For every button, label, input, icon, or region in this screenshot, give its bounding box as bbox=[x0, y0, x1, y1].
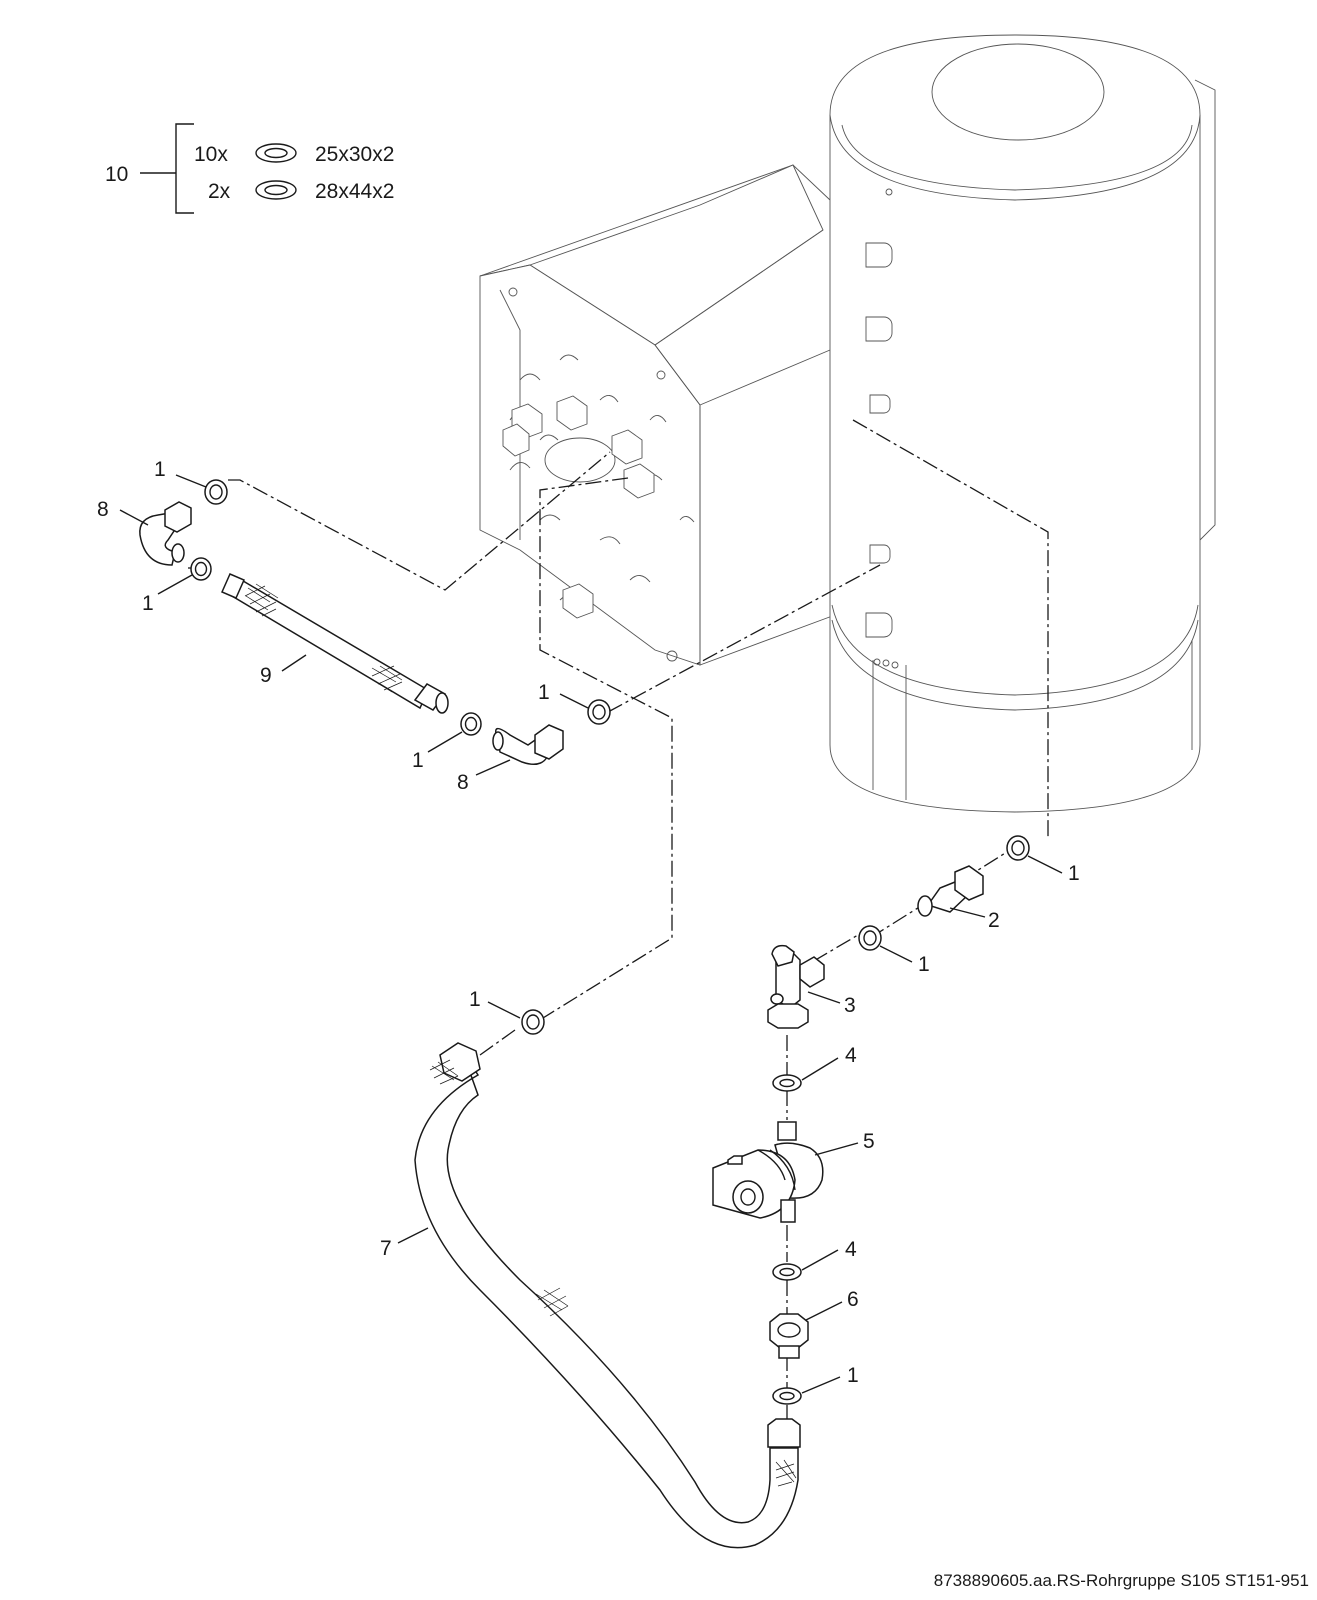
tank-connection-stubs bbox=[865, 242, 893, 638]
sealing-ring bbox=[521, 1009, 545, 1035]
callout-seal: 1 bbox=[918, 953, 930, 976]
seal-ring-icon bbox=[255, 180, 297, 200]
callout-nipple: 2 bbox=[988, 909, 1000, 932]
sealing-ring bbox=[587, 699, 611, 725]
callout-seal: 1 bbox=[142, 592, 154, 615]
callout-seal: 1 bbox=[154, 458, 166, 481]
circulation-pump bbox=[712, 1121, 824, 1223]
callout-gasket: 4 bbox=[845, 1238, 857, 1261]
callout-seal: 1 bbox=[1068, 862, 1080, 885]
seal-set-legend: 10 10x 25x30x2 2x 28x44x2 bbox=[105, 123, 394, 214]
elbow-fitting-top bbox=[139, 501, 192, 566]
sealing-ring bbox=[772, 1387, 802, 1405]
callout-labels: 1 8 1 9 1 8 1 1 2 1 3 4 5 4 6 1 7 1 bbox=[97, 458, 1080, 1387]
sealing-ring bbox=[1006, 835, 1030, 861]
threaded-nipple bbox=[917, 865, 984, 917]
leader-lines bbox=[119, 474, 1063, 1394]
callout-seal: 1 bbox=[538, 681, 550, 704]
braided-hose-flexible bbox=[414, 1042, 801, 1549]
seal-ring-icon bbox=[255, 143, 297, 163]
callout-elbow: 8 bbox=[457, 771, 469, 794]
ball-valve bbox=[767, 944, 825, 1029]
sealing-ring bbox=[190, 557, 212, 581]
callout-union: 6 bbox=[847, 1288, 859, 1311]
callout-elbow: 8 bbox=[97, 498, 109, 521]
callout-gasket: 4 bbox=[845, 1044, 857, 1067]
legend-size-1: 25x30x2 bbox=[315, 143, 394, 166]
braided-hose-straight bbox=[221, 573, 449, 714]
legend-qty-1: 10x bbox=[194, 143, 228, 166]
callout-seal: 1 bbox=[847, 1364, 859, 1387]
boiler-housing bbox=[479, 164, 836, 666]
callout-hose: 9 bbox=[260, 664, 272, 687]
callout-seal: 1 bbox=[412, 749, 424, 772]
storage-tank bbox=[829, 34, 1216, 813]
legend-size-2: 28x44x2 bbox=[315, 180, 394, 203]
legend-ref: 10 bbox=[105, 163, 128, 186]
boiler-connection-stubs bbox=[502, 395, 655, 619]
sealing-ring bbox=[204, 479, 228, 505]
union-nut bbox=[769, 1313, 809, 1359]
sealing-ring bbox=[460, 712, 482, 736]
flat-gasket bbox=[772, 1263, 802, 1281]
callout-seal: 1 bbox=[469, 988, 481, 1011]
callout-hose: 7 bbox=[380, 1237, 392, 1260]
flat-gasket bbox=[772, 1074, 802, 1092]
elbow-fitting-bottom bbox=[492, 724, 564, 765]
drawing-reference: 8738890605.aa.RS-Rohrgruppe S105 ST151-9… bbox=[934, 1571, 1309, 1590]
legend-qty-2: 2x bbox=[208, 180, 231, 203]
callout-valve: 3 bbox=[844, 994, 856, 1017]
sealing-ring bbox=[858, 925, 882, 951]
callout-pump: 5 bbox=[863, 1130, 875, 1153]
